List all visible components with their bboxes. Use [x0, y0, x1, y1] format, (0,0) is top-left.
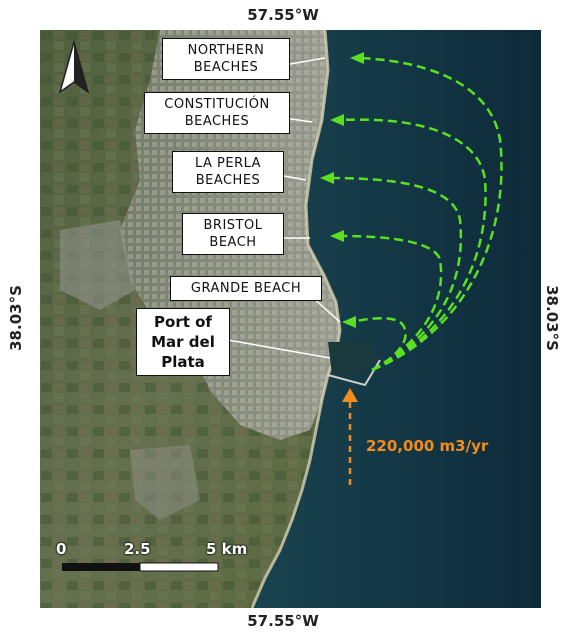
label-grande-beach: GRANDE BEACH [170, 276, 322, 301]
scale-tick-5km: 5 km [206, 540, 248, 558]
leader-lines [227, 57, 341, 359]
map-canvas [40, 29, 541, 609]
scale-tick-0: 0 [56, 540, 67, 558]
label-line: BEACHES [184, 114, 250, 129]
label-line: Port of [154, 313, 212, 331]
label-constitucion-beaches: CONSTITUCIÓN BEACHES [144, 92, 290, 134]
label-line: Mar del [151, 333, 215, 351]
label-line: Plata [161, 353, 205, 371]
transport-arrowhead [342, 388, 358, 402]
label-line: BEACHES [193, 60, 259, 75]
top-longitude-label: 57.55°W [247, 6, 319, 24]
right-latitude-label: 38.03°S [543, 285, 561, 351]
label-line: NORTHERN [187, 43, 265, 58]
flow-arrowheads [320, 52, 364, 328]
scale-bar [62, 562, 219, 572]
town-patch [60, 220, 135, 310]
satellite-map: NORTHERN BEACHES CONSTITUCIÓN BEACHES LA… [40, 29, 541, 609]
label-bristol-beach: BRISTOL BEACH [182, 213, 284, 255]
flow-arrow-la-perla [329, 176, 463, 372]
label-line: LA PERLA [194, 156, 262, 171]
flow-arrow-grande [351, 317, 407, 372]
flow-arrows [329, 56, 503, 372]
flow-arrow-constitucion [339, 118, 487, 372]
label-port-of-mar-del-plata: Port of Mar del Plata [136, 308, 230, 376]
label-line: BEACHES [195, 173, 261, 188]
bottom-longitude-label: 57.55°W [247, 612, 319, 630]
label-line: BEACH [209, 235, 257, 250]
sediment-flow-label: 220,000 m3/yr [366, 437, 489, 455]
label-northern-beaches: NORTHERN BEACHES [162, 38, 290, 80]
label-la-perla-beaches: LA PERLA BEACHES [172, 151, 284, 193]
town-patch-south [130, 445, 200, 520]
label-line: BRISTOL [203, 218, 263, 233]
scale-tick-2-5: 2.5 [124, 540, 151, 558]
port-basin [328, 342, 378, 375]
left-latitude-label: 38.03°S [7, 285, 25, 351]
flow-arrow-northern [359, 56, 503, 372]
label-line: CONSTITUCIÓN [164, 97, 270, 112]
north-arrow-icon [58, 39, 90, 94]
